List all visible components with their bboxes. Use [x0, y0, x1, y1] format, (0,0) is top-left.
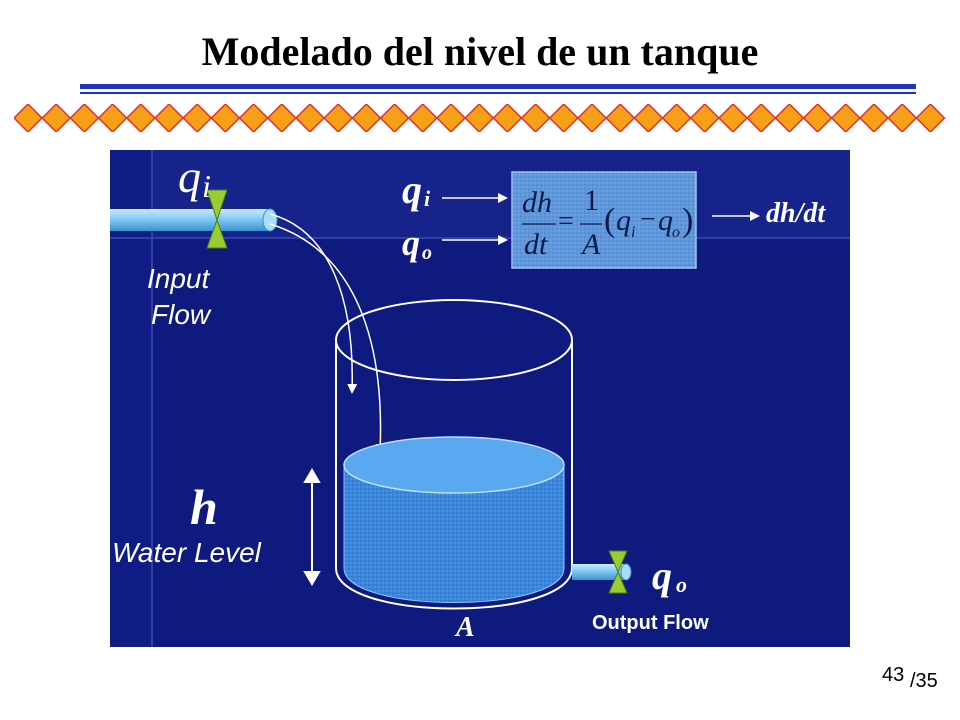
qo-equation-subscript: o [422, 242, 432, 264]
qi-equation-symbol: q [402, 167, 422, 212]
equation-box [511, 171, 697, 269]
water-volume [343, 436, 565, 603]
diamond-border [14, 104, 946, 132]
equation-frac-denominator: A [582, 228, 601, 261]
equation-q1-sub: i [631, 224, 636, 241]
diamond-ornament [915, 104, 946, 132]
equation-paren-close: ) [682, 202, 694, 239]
title-underline-thick [80, 84, 916, 89]
equation-input-arrows [442, 193, 508, 245]
equation-paren-open: ( [604, 202, 616, 239]
input-valve-icon [206, 189, 228, 249]
dhdt-output-label: dh/dt [766, 198, 826, 229]
input-pipe [110, 208, 278, 232]
equation-q1: q [616, 204, 631, 237]
water-level-label: Water Level [112, 537, 261, 568]
equation-equals: = [558, 206, 574, 237]
qi-pipe-subscript: i [202, 168, 211, 204]
input-flow-label-line1: Input [147, 263, 210, 294]
equation-lhs-denominator: dt [524, 228, 548, 261]
h-symbol: h [190, 479, 218, 535]
area-symbol: A [456, 612, 475, 643]
equation-frac-numerator: 1 [584, 184, 599, 217]
qo-output-symbol: q [652, 553, 672, 598]
page-total: /35 [910, 670, 938, 692]
input-flow-label-line2: Flow [151, 299, 211, 330]
output-pipe [572, 563, 632, 581]
qo-output-subscript: o [676, 572, 687, 597]
output-flow-label: Output Flow [592, 612, 709, 634]
qo-equation-symbol: q [402, 223, 420, 263]
input-flow-stream [269, 213, 386, 454]
qi-pipe-symbol: q [178, 151, 201, 202]
qi-equation-subscript: i [424, 186, 431, 211]
page-title: Modelado del nivel de un tanque [201, 29, 759, 74]
equation-minus: − [640, 204, 656, 235]
output-valve-icon [608, 550, 628, 594]
equation-q2-sub: o [672, 224, 680, 241]
equation-q2: q [658, 204, 673, 237]
equation-lhs-numerator: dh [522, 186, 552, 219]
title-underline-thin [80, 92, 916, 94]
page-number: 43 [882, 664, 905, 686]
water-level-arrow [303, 468, 321, 586]
panel-left-band [110, 150, 152, 647]
tank-outline [335, 299, 573, 610]
